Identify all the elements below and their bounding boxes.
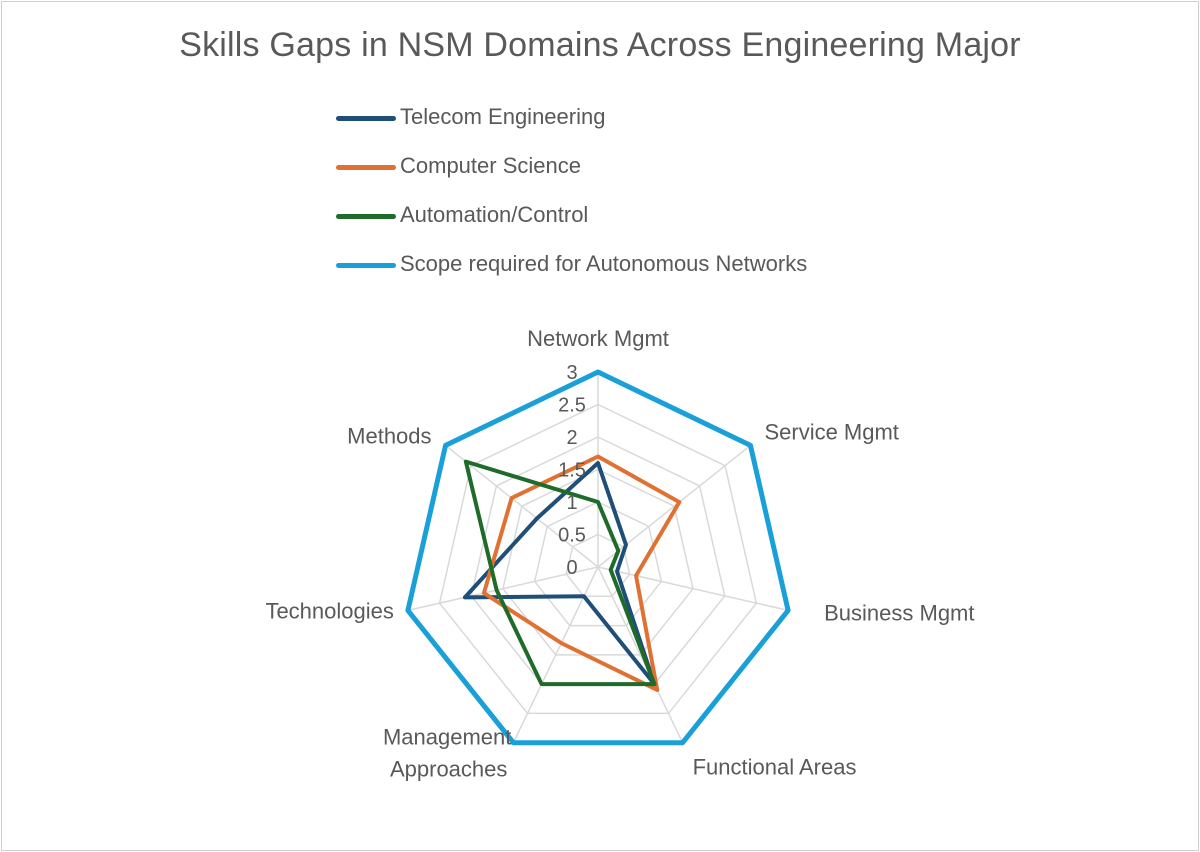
grid-ring-5 — [438, 403, 758, 715]
legend-label-computer-science: Computer Science — [400, 153, 581, 178]
grid-spoke-6 — [407, 566, 599, 612]
r-tick-label: 1.5 — [558, 460, 586, 482]
axis-label-business-mgmt: Business Mgmt — [824, 600, 974, 625]
r-tick-label: 3 — [566, 362, 577, 384]
series-line-automation-control — [463, 459, 657, 687]
chart-title: Skills Gaps in NSM Domains Across Engine… — [179, 26, 1021, 64]
legend-label-autonomous-scope: Scope required for Autonomous Networks — [400, 251, 808, 276]
r-tick-label: 0 — [566, 557, 577, 579]
legend-label-automation-control: Automation/Control — [400, 202, 589, 227]
r-tick-label: 1 — [566, 492, 577, 514]
r-tick-label: 2 — [566, 427, 577, 449]
grid-ring-3 — [502, 468, 694, 656]
axis-label-methods: Methods — [347, 423, 431, 448]
legend-swatch-autonomous-scope — [336, 263, 396, 268]
series-line-scope-required-for-autonomous-networks — [405, 369, 791, 746]
grid-spoke-2 — [597, 444, 751, 568]
series-line-telecom-engineering — [462, 461, 657, 687]
axis-label-service-mgmt: Service Mgmt — [764, 419, 898, 444]
r-tick-label: 0.5 — [558, 525, 586, 547]
grid-spoke-4 — [597, 566, 684, 744]
legend-swatch-automation-control — [336, 214, 396, 219]
grid-spoke-3 — [597, 566, 789, 612]
grid-spoke-7 — [445, 444, 599, 568]
legend-swatch-telecom — [336, 116, 396, 121]
legend-swatch-computer-science — [336, 165, 396, 170]
series-line-computer-science — [481, 454, 682, 692]
axis-label-technologies: Technologies — [265, 598, 393, 623]
legend-label-telecom: Telecom Engineering — [400, 104, 606, 129]
axis-label-functional-areas: Functional Areas — [693, 755, 857, 780]
grid-ring-2 — [533, 501, 663, 627]
axis-label-network-mgmt: Network Mgmt — [527, 326, 669, 351]
r-tick-label: 2.5 — [558, 395, 586, 417]
